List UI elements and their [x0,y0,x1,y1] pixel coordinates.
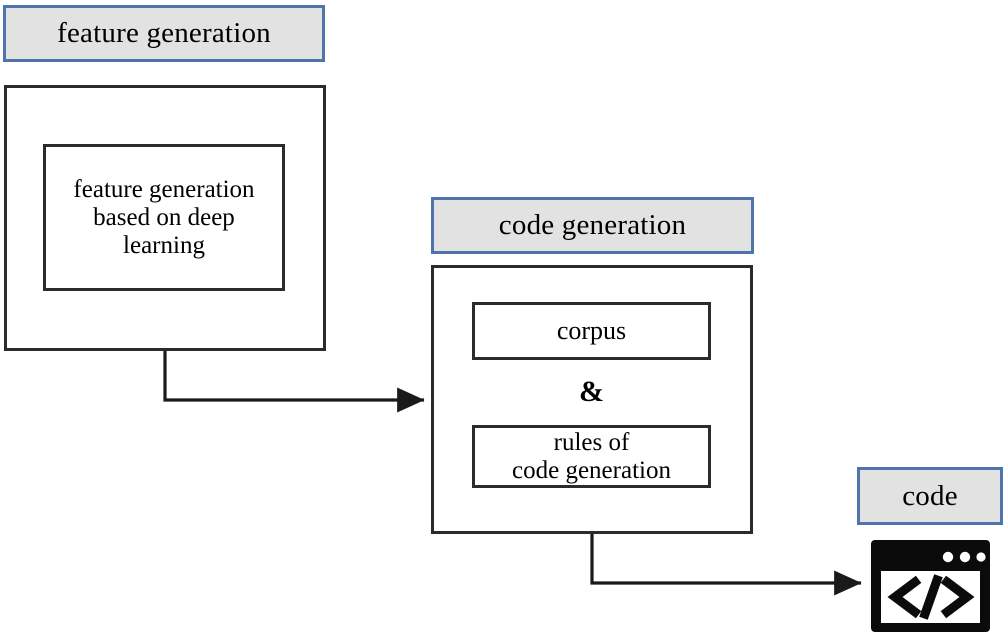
code-generation-header-label: code generation [498,209,687,241]
window-dot-1 [942,551,954,563]
code-window-icon-svg [871,540,990,632]
rules-line-2: code generation [512,456,671,484]
conjunction-label: & [579,375,604,408]
feature-generation-header-chip: feature generation [3,5,325,62]
code-to-output-arrow [590,534,862,596]
window-dot-3 [976,552,986,562]
corpus-label: corpus [556,316,627,346]
feature-generation-inner-text: feature generation based on deep learnin… [73,176,254,260]
feature-generation-header-label: feature generation [57,17,271,49]
feature-generation-inner-line-1: feature generation [73,175,255,203]
conjunction-ampersand: & [472,368,711,416]
rules-text: rules of code generation [512,429,671,485]
code-output-header-chip: code [857,467,1003,525]
feature-generation-inner-line-2: based on deep [93,203,235,231]
code-output-header-label: code [902,479,958,512]
corpus-box: corpus [472,302,711,360]
code-window-icon [871,540,990,632]
feature-generation-inner-box: feature generation based on deep learnin… [43,144,285,291]
feature-to-code-arrow [163,351,425,413]
code-angle-brackets-glyph [887,574,975,620]
window-dot-2 [959,551,971,563]
rules-line-1: rules of [553,428,630,456]
rules-of-code-generation-box: rules of code generation [472,425,711,488]
code-generation-header-chip: code generation [431,197,754,254]
feature-generation-inner-line-3: learning [123,231,205,259]
